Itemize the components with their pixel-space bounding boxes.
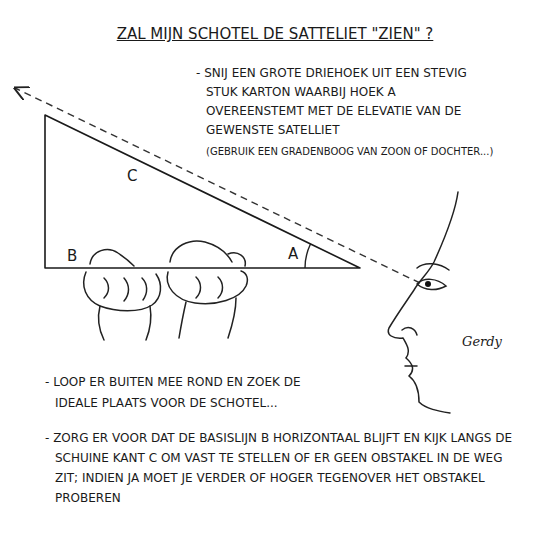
right-hand — [167, 241, 247, 338]
wrist — [179, 302, 186, 338]
angle-arc — [305, 244, 311, 268]
triangle-edge — [45, 115, 360, 268]
triangle-card: C B A — [45, 115, 360, 268]
finger-line — [124, 278, 129, 301]
instruction-note: - ZORG ER VOOR DAT DE BASISLIJN B HORIZO… — [45, 428, 515, 508]
title-heading: ZAL MIJN SCHOTEL DE SATTELIET "ZIEN" ? — [0, 24, 550, 44]
mouth — [405, 365, 417, 367]
face-profile — [388, 192, 458, 413]
thumb — [170, 241, 232, 262]
finger-line — [196, 277, 201, 298]
nostril — [402, 328, 417, 335]
eye — [417, 279, 446, 289]
finger-line — [104, 278, 109, 298]
pupil — [425, 281, 431, 287]
thumb — [90, 250, 134, 266]
finger-line — [218, 277, 223, 298]
triangle-outline — [45, 115, 360, 268]
side-letter: B — [67, 249, 77, 264]
side-letter: C — [127, 169, 137, 184]
wrist — [146, 306, 151, 340]
instruction-note: - SNIJ EEN GROTE DRIEHOEK UIT EEN STEVIG… — [196, 64, 496, 140]
wrist — [228, 298, 236, 338]
signature: Gerdy — [462, 334, 542, 350]
eyebrow — [417, 264, 449, 270]
finger-line — [142, 278, 147, 300]
instruction-note: - LOOP ER BUITEN MEE ROND EN ZOEK DE IDE… — [45, 372, 337, 414]
aside-note: (GEBRUIK EEN GRADENBOOG VAN ZOON OF DOCH… — [206, 145, 544, 159]
finger-tip — [228, 253, 245, 266]
wrist — [99, 306, 104, 340]
fist — [84, 272, 161, 311]
left-hand — [84, 250, 161, 340]
side-letter: A — [288, 247, 298, 262]
profile-line — [388, 192, 458, 413]
